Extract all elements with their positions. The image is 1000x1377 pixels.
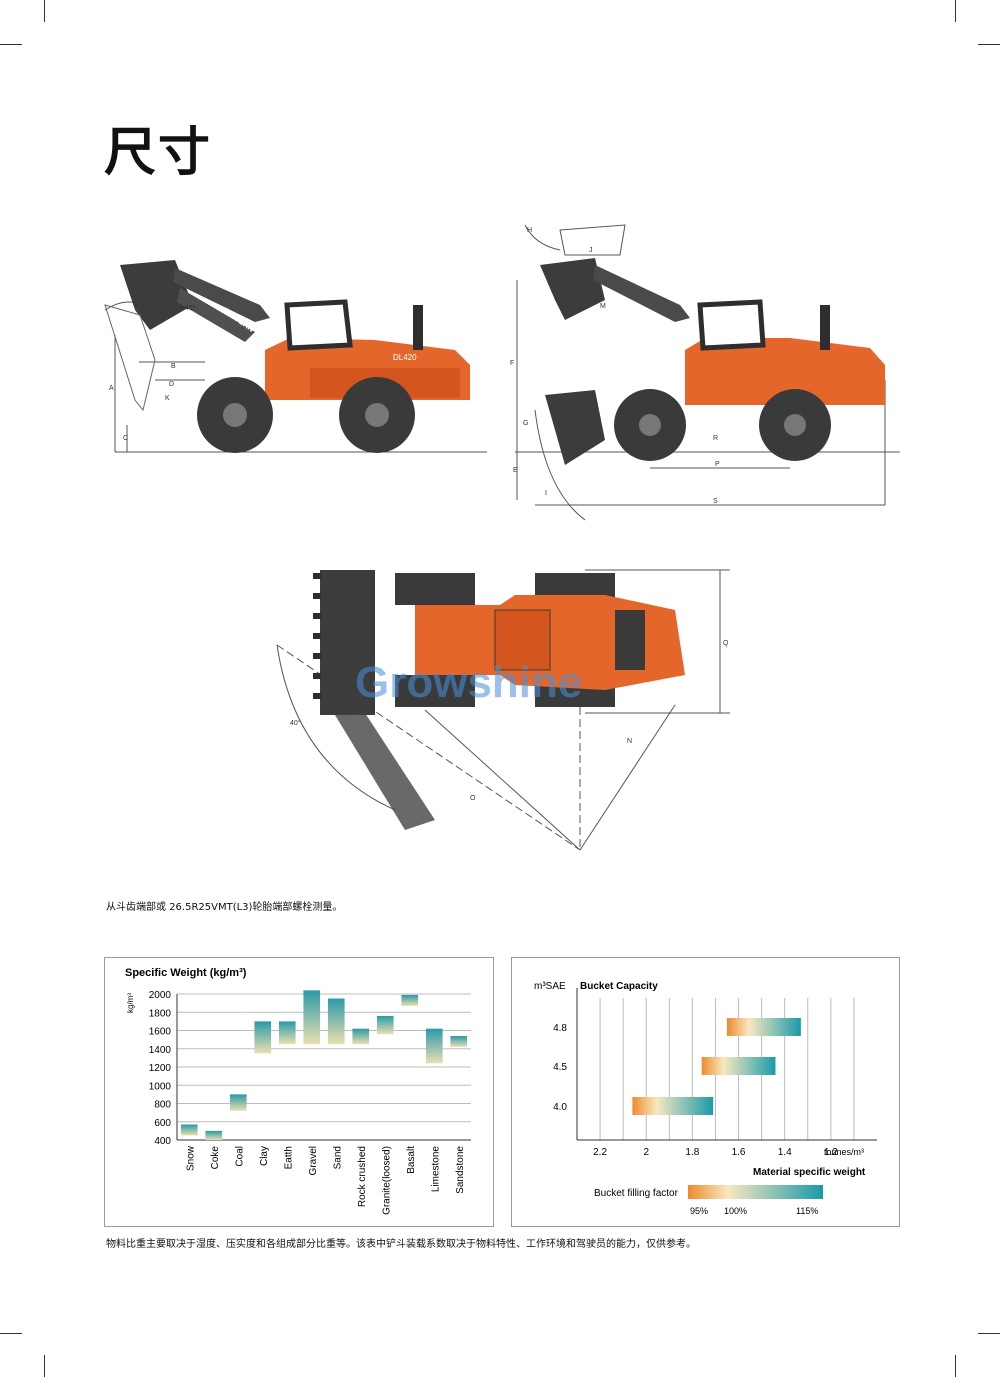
specific-weight-ylabel: kg/m³ bbox=[126, 993, 135, 1013]
model-label: DL420 bbox=[393, 353, 417, 362]
svg-text:B: B bbox=[171, 363, 176, 370]
y-tick-label: 1400 bbox=[149, 1045, 172, 1056]
svg-text:F: F bbox=[510, 360, 514, 367]
bar-basalt bbox=[401, 994, 419, 1006]
svg-text:40°: 40° bbox=[290, 719, 301, 727]
bucket-capacity-chart: m³SAE Bucket Capacity tonnes/m³ Material… bbox=[534, 981, 877, 1216]
y-tick-label: 4.0 bbox=[553, 1102, 567, 1113]
x-tick-label: Rock crushed bbox=[357, 1146, 368, 1207]
legend-tick: 100% bbox=[724, 1206, 747, 1216]
x-tick-label: 1.8 bbox=[685, 1147, 699, 1158]
x-tick-label: 2.2 bbox=[593, 1147, 607, 1158]
svg-text:R: R bbox=[713, 435, 718, 442]
y-tick-label: 400 bbox=[154, 1136, 171, 1147]
svg-text:45°: 45° bbox=[185, 304, 196, 312]
bar-sandstone bbox=[450, 1035, 468, 1047]
svg-text:M: M bbox=[600, 303, 606, 310]
crop-mark bbox=[0, 44, 22, 45]
x-tick-label: 2 bbox=[643, 1147, 649, 1158]
x-tick-label: 1.6 bbox=[732, 1147, 746, 1158]
x-tick-label: Sandstone bbox=[455, 1146, 466, 1194]
capacity-bar-4-8 bbox=[727, 1018, 801, 1036]
bar-sand bbox=[327, 998, 345, 1045]
crop-mark bbox=[978, 1333, 1000, 1334]
y-tick-label: 600 bbox=[154, 1118, 171, 1129]
x-tick-label: Gravel bbox=[308, 1146, 319, 1175]
x-tick-label: 1.2 bbox=[824, 1147, 838, 1158]
specific-weight-title: Specific Weight (kg/m³) bbox=[125, 967, 247, 979]
crop-mark bbox=[955, 1355, 956, 1377]
svg-text:E: E bbox=[513, 467, 518, 474]
svg-text:O: O bbox=[470, 795, 476, 802]
svg-text:J: J bbox=[589, 247, 593, 254]
side-view-raised-drawing: H J M F G E I R P S bbox=[510, 224, 900, 521]
legend-gradient-bar bbox=[688, 1185, 823, 1199]
y-tick-label: 1000 bbox=[149, 1081, 172, 1092]
y-tick-label: 800 bbox=[154, 1100, 171, 1111]
crop-mark bbox=[955, 0, 956, 22]
bar-granite-loosed- bbox=[376, 1015, 394, 1035]
top-view-drawing: Q N O 40° Growshine bbox=[276, 569, 730, 851]
svg-text:S: S bbox=[713, 498, 718, 505]
x-tick-label: Clay bbox=[259, 1146, 270, 1166]
x-tick-label: Coke bbox=[210, 1146, 221, 1170]
y-tick-label: 1200 bbox=[149, 1063, 172, 1074]
svg-text:H: H bbox=[527, 227, 532, 234]
bucket-capacity-panel: m³SAE Bucket Capacity tonnes/m³ Material… bbox=[511, 957, 900, 1227]
crop-mark bbox=[978, 44, 1000, 45]
x-tick-label: Sand bbox=[332, 1146, 343, 1169]
bar-snow bbox=[180, 1124, 198, 1136]
svg-text:K: K bbox=[165, 395, 170, 402]
legend-tick: 115% bbox=[796, 1206, 818, 1216]
y-tick-label: 4.8 bbox=[553, 1023, 567, 1034]
svg-text:D: D bbox=[169, 381, 174, 388]
y-tick-label: 4.5 bbox=[553, 1062, 567, 1073]
svg-text:Q: Q bbox=[723, 640, 729, 647]
bucket-ylabel: m³SAE bbox=[534, 981, 566, 992]
measure-note: 从斗齿端部或 26.5R25VMT(L3)轮胎端部螺栓测量。 bbox=[106, 902, 343, 913]
svg-text:A: A bbox=[109, 385, 114, 392]
x-tick-label: Snow bbox=[185, 1145, 196, 1171]
crop-mark bbox=[44, 1355, 45, 1377]
watermark: Growshine bbox=[355, 658, 582, 707]
bar-eatth bbox=[278, 1021, 296, 1045]
bar-clay bbox=[254, 1021, 272, 1054]
page-title: 尺寸 bbox=[104, 123, 213, 183]
specific-weight-panel: Specific Weight (kg/m³) kg/m³ 2000 1800 16… bbox=[104, 957, 494, 1227]
x-tick-label: Eatth bbox=[283, 1146, 294, 1169]
bar-limestone bbox=[425, 1028, 443, 1064]
footer-note: 物料比重主要取决于湿度、压实度和各组成部分比重等。该表中铲斗装载系数取决于物料特… bbox=[106, 1239, 696, 1250]
svg-text:C: C bbox=[123, 435, 128, 442]
legend-tick: 95% bbox=[690, 1206, 708, 1216]
crop-mark bbox=[44, 0, 45, 22]
x-tick-label: 1.4 bbox=[778, 1147, 792, 1158]
y-tick-label: 1600 bbox=[149, 1027, 172, 1038]
capacity-bar-4-5 bbox=[701, 1057, 776, 1075]
bucket-xlabel: Material specific weight bbox=[753, 1167, 866, 1178]
svg-text:G: G bbox=[523, 420, 528, 427]
bar-gravel bbox=[303, 990, 321, 1045]
crop-mark bbox=[0, 1333, 22, 1334]
x-tick-label: Granite(loosed) bbox=[381, 1146, 392, 1215]
specific-weight-chart: Specific Weight (kg/m³) kg/m³ 2000 1800 16… bbox=[125, 967, 471, 1215]
bar-coal bbox=[229, 1094, 247, 1111]
svg-text:P: P bbox=[715, 461, 720, 468]
bar-coke bbox=[205, 1130, 223, 1140]
capacity-bar-4-0 bbox=[632, 1097, 714, 1115]
x-tick-label: Limestone bbox=[430, 1146, 441, 1193]
bar-rock-crushed bbox=[352, 1028, 370, 1045]
svg-text:I: I bbox=[545, 490, 547, 497]
x-tick-label: Coal bbox=[234, 1146, 245, 1167]
y-tick-label: 2000 bbox=[149, 990, 172, 1001]
bucket-x-unit: tonnes/m³ bbox=[824, 1147, 864, 1157]
bucket-capacity-title: Bucket Capacity bbox=[580, 981, 658, 992]
y-tick-label: 1800 bbox=[149, 1008, 172, 1019]
svg-text:N: N bbox=[627, 738, 632, 745]
x-tick-label: Basalt bbox=[406, 1146, 417, 1174]
legend-label: Bucket filling factor bbox=[594, 1188, 679, 1199]
